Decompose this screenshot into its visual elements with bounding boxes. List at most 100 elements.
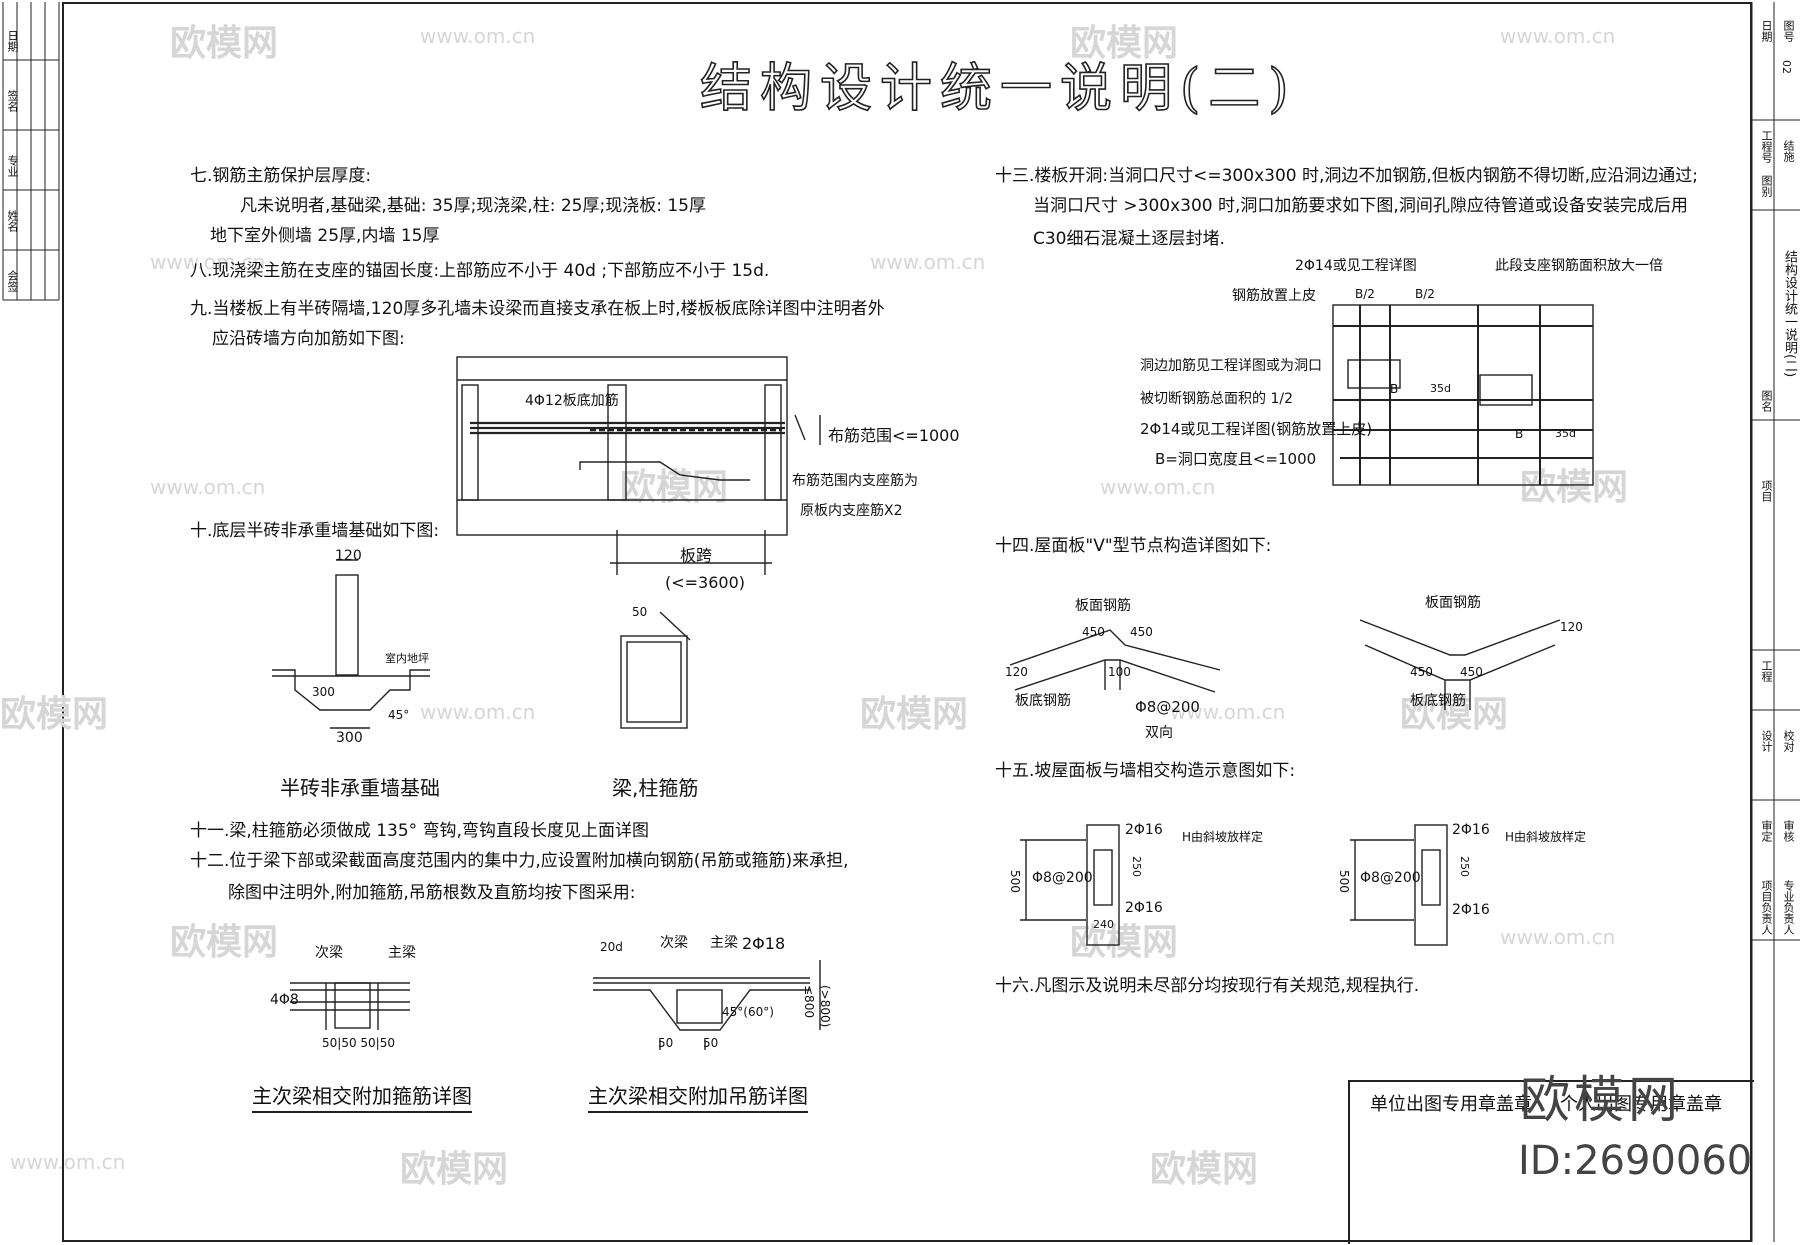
label-v-120b: 120 [1560, 620, 1583, 634]
watermark-url: www.om.cn [1500, 24, 1616, 48]
watermark-logo: 欧模网 [1070, 922, 1179, 963]
label-range: 布筋范围<=1000 [828, 426, 960, 445]
watermark-url: www.om.cn [870, 250, 986, 274]
drawing-frame [62, 2, 1752, 1242]
tb-project-no: 工程号 [1760, 130, 1773, 163]
tb-drawing-no-label: 图号 [1782, 20, 1795, 42]
label-hole-2: 钢筋放置上皮 [1232, 288, 1316, 304]
label-w-bar2: Φ8@200 [1360, 870, 1421, 886]
label-span: 板跨 [680, 546, 713, 565]
watermark-logo: 欧模网 [620, 467, 729, 508]
stamp-area [1348, 1080, 1754, 1244]
brand-logo: 欧模网 [1520, 1071, 1682, 1129]
watermark-url: www.om.cn [150, 250, 266, 274]
watermark-logo: 欧模网 [400, 1149, 509, 1190]
label-hole-b: B [1390, 382, 1399, 396]
label-v-450a: 450 [1082, 625, 1105, 639]
left-strip-sign: 签名 [6, 90, 19, 112]
watermark-url: www.om.cn [1500, 925, 1616, 949]
label-w-bar1: Φ8@200 [1032, 870, 1093, 886]
slab-detail-outline [456, 356, 788, 536]
tb-drawing-name: 结构设计统一说明(二) [1782, 250, 1797, 378]
caption-wall-foundation: 半砖非承重墙基础 [280, 776, 440, 800]
note-8: 八.现浇梁主筋在支座的锚固长度:上部筋应不小于 40d ;下部筋应不小于 15d… [190, 261, 770, 281]
brand-id: ID:2690060 [1518, 1138, 1753, 1184]
label-main-beam-2: 主梁 [710, 935, 738, 951]
label-300b: 300 [336, 730, 363, 746]
label-hole-3: 此段支座钢筋面积放大一倍 [1495, 258, 1663, 274]
note-13-line3: C30细石混凝土逐层封堵. [1033, 229, 1225, 249]
tb-stage: 结施 [1782, 140, 1795, 162]
watermark-logo: 欧模网 [170, 23, 279, 64]
tb-project: 项目 [1760, 480, 1773, 502]
label-v-bottom-bar-2: 板底钢筋 [1410, 693, 1466, 709]
tb-reviewer: 审核 [1782, 820, 1795, 842]
label-hole-5: 被切断钢筋总面积的 1/2 [1140, 391, 1293, 407]
tb-checker: 校对 [1782, 730, 1795, 752]
tb-drawing-no: 02 [1780, 60, 1793, 74]
label-w-h1: H由斜坡放样定 [1182, 830, 1264, 844]
label-v-450b: 450 [1130, 625, 1153, 639]
tb-name-label: 图名 [1760, 390, 1773, 412]
note-11: 十一.梁,柱箍筋必须做成 135° 弯钩,弯钩直段长度见上面详图 [190, 821, 649, 841]
note-14: 十四.屋面板"V"型节点构造详图如下: [995, 536, 1272, 556]
label-hole-35d-2: 35d [1555, 427, 1576, 440]
caption-hoop-detail: 主次梁相交附加箍筋详图 [252, 1080, 472, 1113]
left-strip-date: 日期 [6, 30, 19, 52]
label-800: ≤800 [802, 985, 816, 1018]
watermark-logo: 欧模网 [0, 694, 109, 735]
note-12-line1: 十二.位于梁下部或梁截面高度范围内的集中力,应设置附加横向钢筋(吊筋或箍筋)来承… [190, 851, 849, 871]
note-7-line2: 地下室外侧墙 25厚,内墙 15厚 [210, 226, 440, 246]
watermark-logo: 欧模网 [170, 922, 279, 963]
label-secondary-beam: 次梁 [315, 945, 343, 961]
label-main-beam: 主梁 [388, 945, 416, 961]
page-title: 结构设计统一说明(二) [699, 58, 1297, 120]
label-v-top-bar-2: 板面钢筋 [1425, 595, 1481, 611]
label-4phi8: 4Φ8 [270, 992, 299, 1008]
caption-stirrup: 梁,柱箍筋 [612, 776, 699, 800]
label-v-120a: 120 [1005, 665, 1028, 679]
label-hole-b-2: B [1515, 427, 1524, 441]
left-strip-specialty: 专业 [6, 155, 19, 177]
watermark-url: www.om.cn [150, 475, 266, 499]
note-13-line2: 当洞口尺寸 >300x300 时,洞口加筋要求如下图,洞间孔隙应待管道或设备安装… [1033, 196, 1688, 216]
watermark-logo: 欧模网 [1400, 694, 1509, 735]
label-hole-6: 2Φ14或见工程详图(钢筋放置上皮) [1140, 420, 1373, 438]
watermark-url: www.om.cn [1100, 475, 1216, 499]
tb-specialty-leader: 专业负责人 [1782, 880, 1795, 935]
tb-approver: 审定 [1760, 820, 1773, 842]
label-w-2phi16b: 2Φ16 [1125, 900, 1163, 916]
label-300a: 300 [312, 685, 335, 699]
watermark-url: www.om.cn [420, 24, 536, 48]
note-7-line1: 凡未说明者,基础梁,基础: 35厚;现浇梁,柱: 25厚;现浇板: 15厚 [240, 196, 706, 216]
label-20d: 20d [600, 940, 623, 954]
label-50: 50 [632, 605, 648, 619]
label-dims: 50|50 50|50 [322, 1036, 395, 1050]
label-hole-b2b: B/2 [1415, 287, 1435, 301]
label-range2: 布筋范围内支座筋为 [792, 473, 918, 489]
label-w-500b: 500 [1337, 870, 1351, 893]
label-hole-35d: 35d [1430, 382, 1451, 395]
label-w-h2: H由斜坡放样定 [1505, 830, 1587, 844]
tb-construction: 工程 [1760, 660, 1773, 682]
left-signoff-table [2, 2, 60, 301]
label-hole-1: 2Φ14或见工程详图 [1295, 258, 1417, 274]
label-w-2phi16a: 2Φ16 [1125, 822, 1163, 838]
label-2phi18: 2Φ18 [742, 934, 786, 953]
note-9-line2: 应沿砖墙方向加筋如下图: [212, 329, 405, 349]
label-v-bottom-bar-1: 板底钢筋 [1015, 693, 1071, 709]
label-secondary-beam-2: 次梁 [660, 935, 688, 951]
watermark-url: www.om.cn [420, 700, 536, 724]
label-slab-bar: 4Φ12板底加筋 [525, 393, 619, 409]
label-indoor: 室内地坪 [385, 652, 429, 665]
label-w-2phi16c: 2Φ16 [1452, 822, 1490, 838]
label-v-100: 100 [1108, 665, 1131, 679]
note-12-line2: 除图中注明外,附加箍筋,吊筋根数及直筋均按下图采用: [228, 883, 636, 903]
label-v-top-bar-1: 板面钢筋 [1075, 598, 1131, 614]
left-strip-countersign: 会签 [6, 270, 19, 292]
watermark-url: www.om.cn [1170, 700, 1286, 724]
title-block [1752, 2, 1800, 1242]
tb-project-leader: 项目负责人 [1760, 880, 1773, 935]
unit-stamp-label: 单位出图专用章盖章 [1370, 1094, 1532, 1115]
